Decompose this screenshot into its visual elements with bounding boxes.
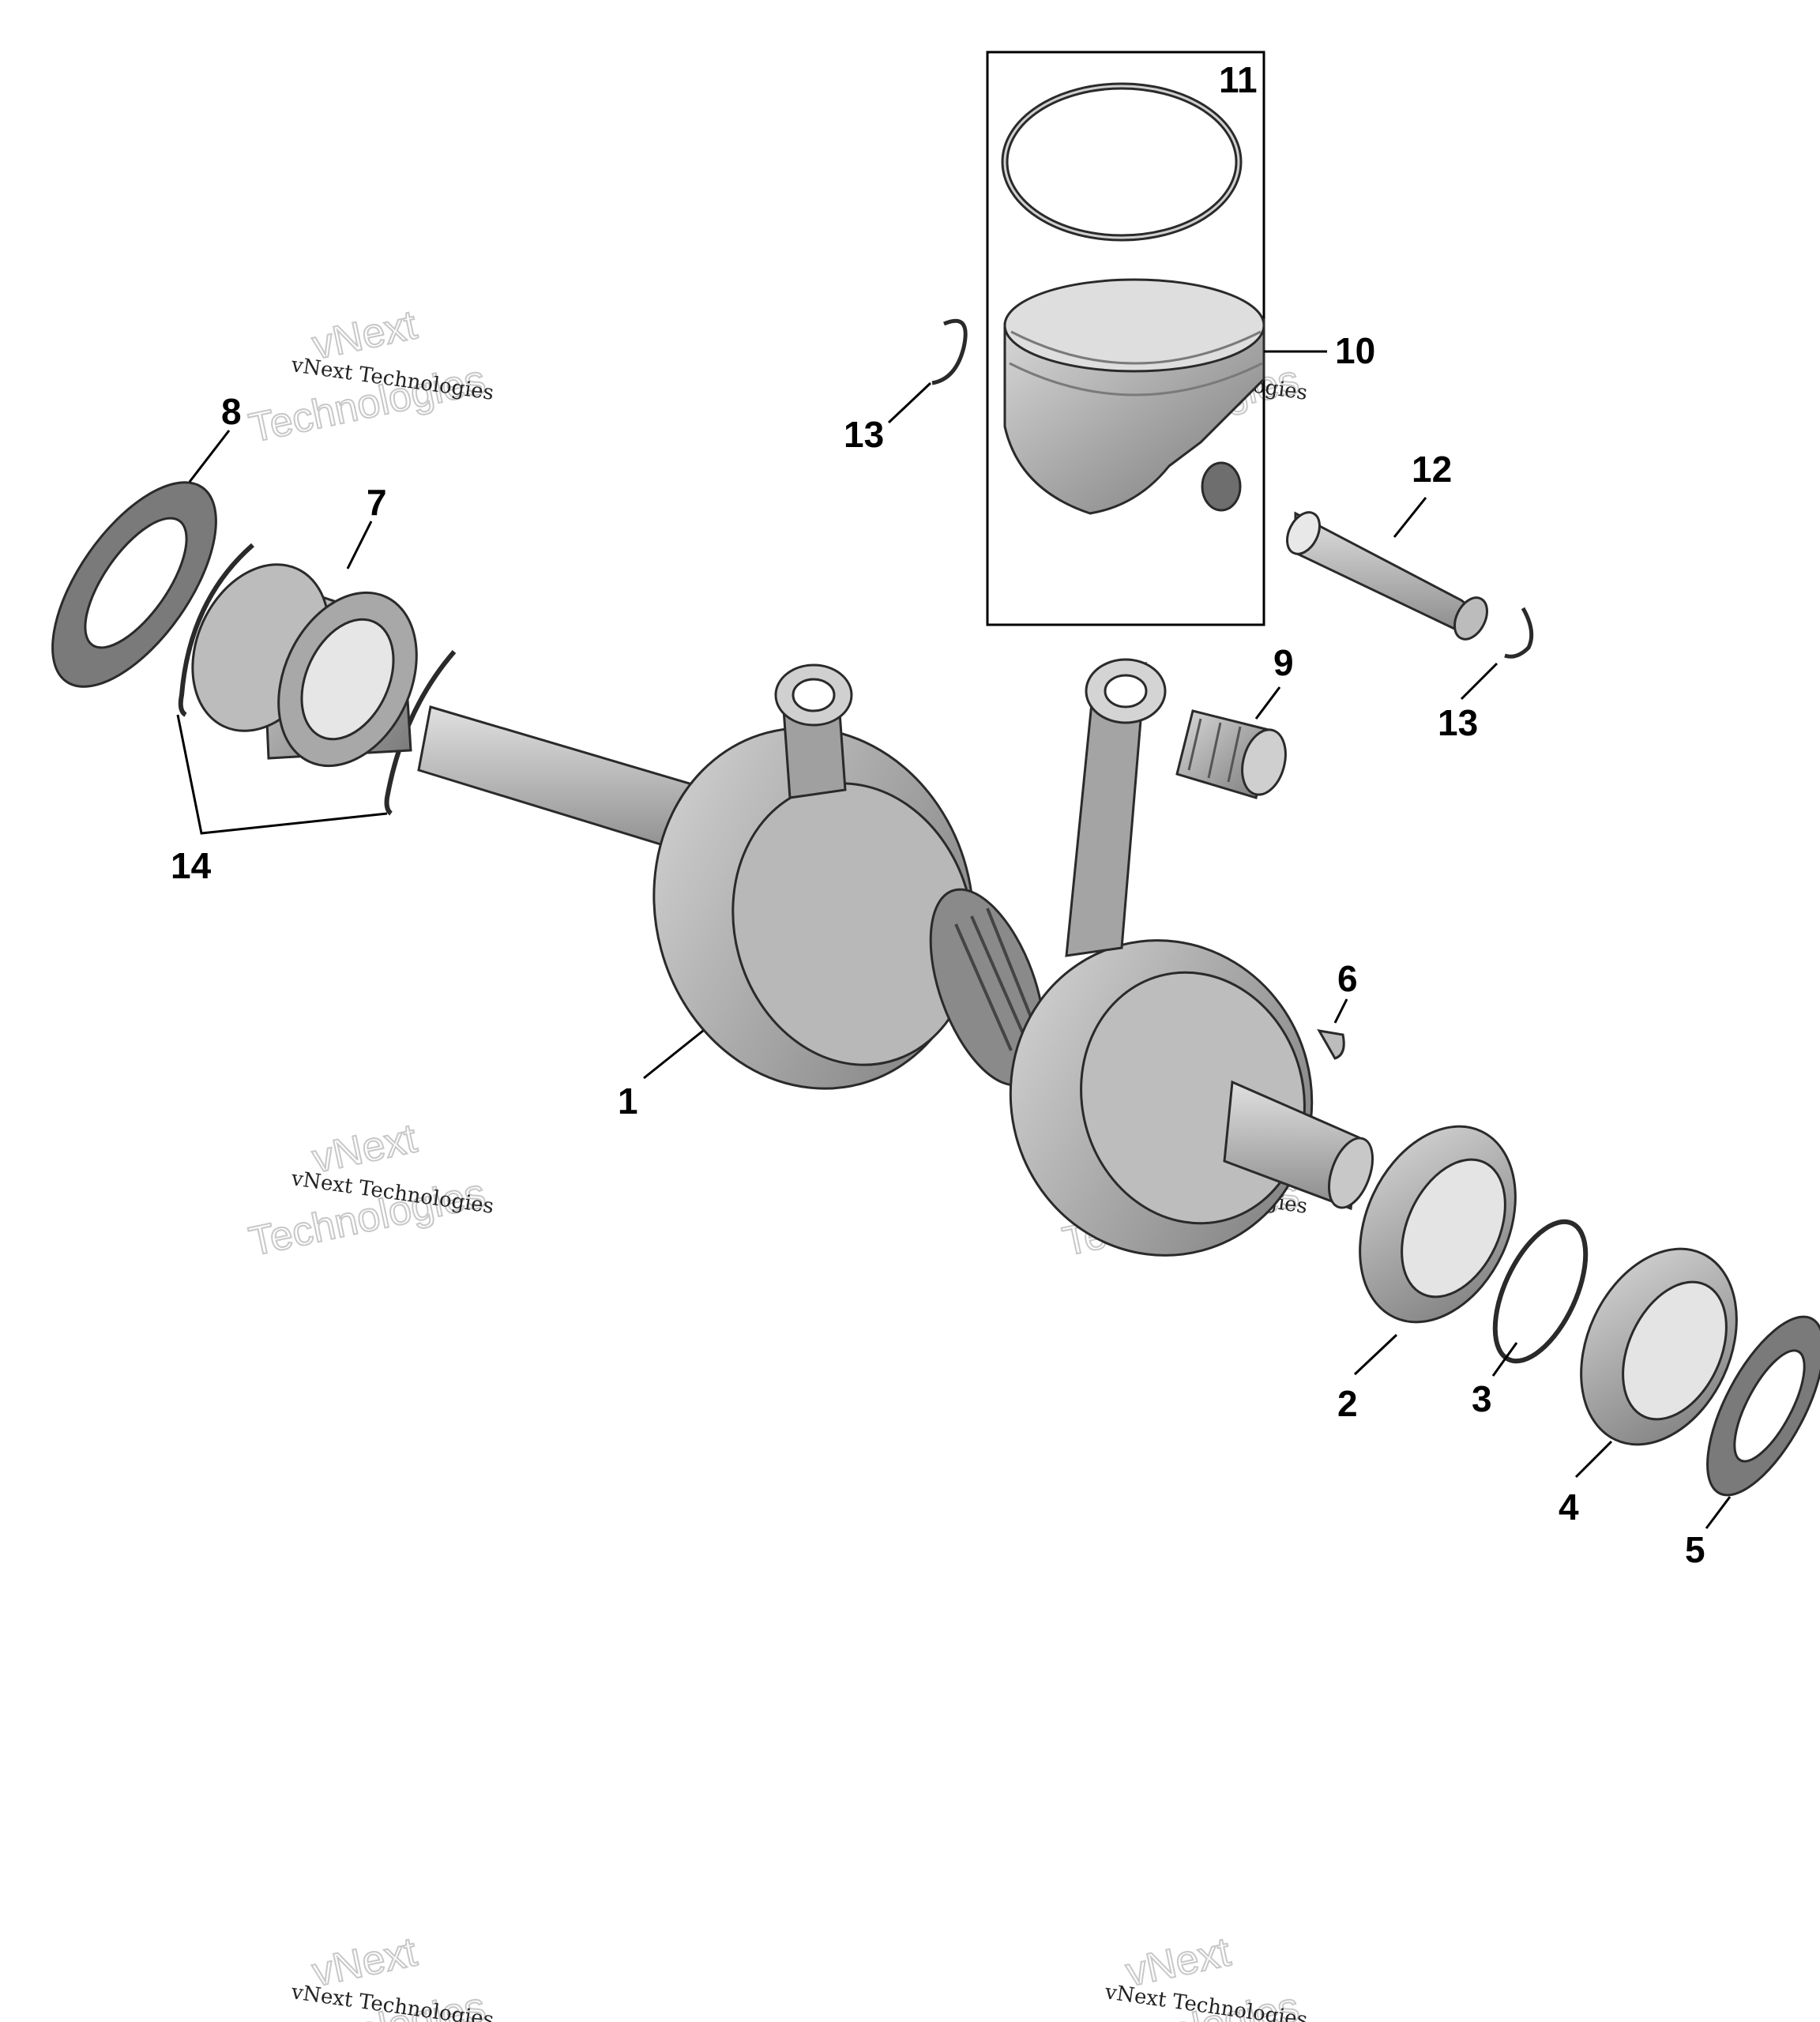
oil-seal-right [1706, 1315, 1820, 1497]
wrist-pin [1286, 511, 1488, 641]
retaining-ring-left-a [178, 543, 254, 717]
leader-8 [188, 430, 231, 483]
callout-13-top: 13 [844, 414, 884, 455]
callout-10: 10 [1335, 330, 1375, 371]
callout-4: 4 [1559, 1486, 1579, 1528]
piston [1003, 278, 1265, 515]
callout-13-right: 13 [1438, 702, 1478, 743]
callout-7: 7 [367, 482, 387, 523]
circlip-top [931, 318, 968, 385]
leader-5 [1705, 1496, 1732, 1529]
leader-13a [887, 381, 932, 424]
circlip-right [1504, 607, 1534, 659]
leader-7 [346, 521, 373, 569]
callout-6: 6 [1337, 958, 1358, 999]
callout-9: 9 [1273, 642, 1294, 683]
watermark-bottom-left: vNext Technologies vNext Technologies [244, 1928, 495, 2022]
leader-13b [1460, 662, 1498, 701]
leader-3 [1491, 1342, 1518, 1377]
leader-14 [176, 714, 388, 835]
watermark-top-left: vNext Technologies vNext Technologies [244, 301, 495, 452]
callout-11: 11 [1219, 59, 1258, 100]
oil-seal-left [51, 481, 217, 688]
spacer-ring [1492, 1219, 1589, 1364]
callout-12: 12 [1412, 449, 1452, 490]
woodruff-key [1317, 1029, 1345, 1060]
callout-2: 2 [1337, 1383, 1358, 1424]
leader-9 [1254, 686, 1281, 720]
leader-2 [1353, 1333, 1398, 1376]
retaining-ring-left-b [384, 650, 457, 816]
needle-bearing [1175, 709, 1287, 799]
callout-5: 5 [1685, 1529, 1705, 1570]
leader-1 [643, 1029, 704, 1080]
crankshaft [417, 658, 1374, 1257]
piston-ring [1001, 82, 1243, 242]
ball-bearing-4 [1580, 1247, 1738, 1446]
ball-bearing-2 [1359, 1125, 1517, 1324]
callout-8: 8 [221, 391, 242, 432]
ball-bearing-left [191, 563, 418, 768]
leader-4 [1574, 1440, 1613, 1479]
callout-1: 1 [618, 1081, 638, 1122]
watermark-mid-left: vNext Technologies vNext Technologies [244, 1114, 495, 1265]
callout-3: 3 [1472, 1378, 1492, 1419]
callout-14: 14 [171, 845, 212, 886]
leader-12 [1393, 497, 1427, 538]
leader-6 [1333, 998, 1348, 1024]
watermark-bottom-right: vNext Technologies vNext Technologies [1058, 1928, 1309, 2022]
